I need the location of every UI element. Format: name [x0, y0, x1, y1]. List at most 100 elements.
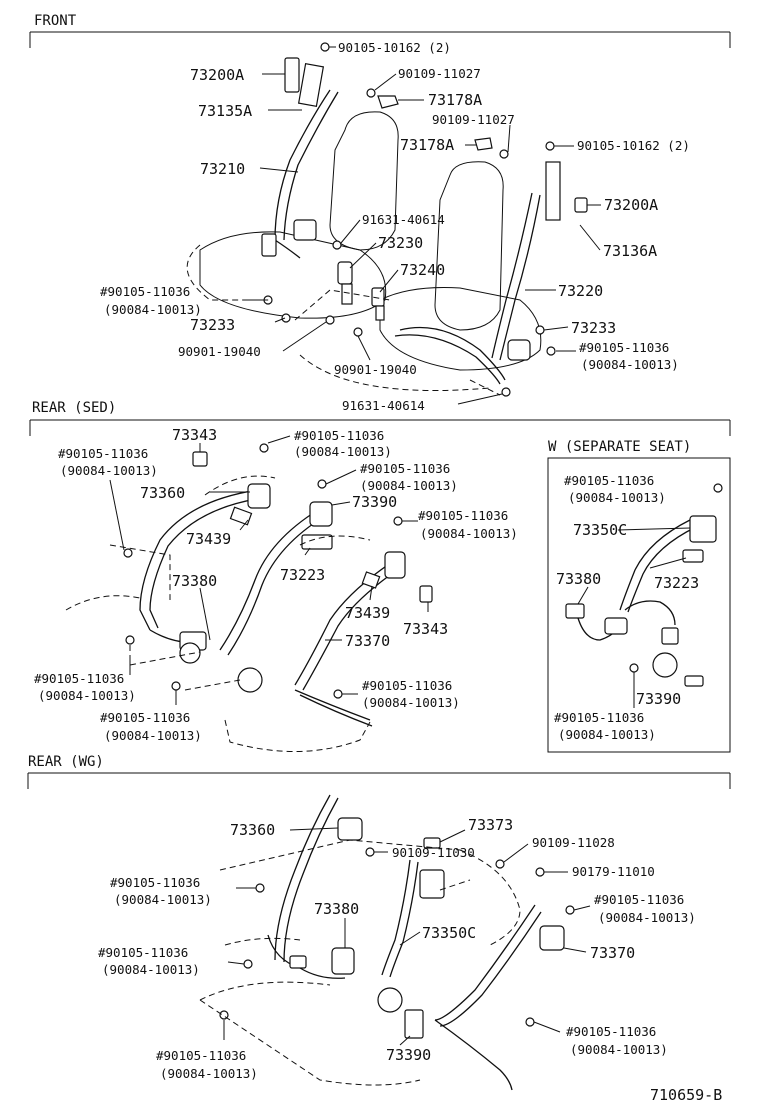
- front-buckles: [337, 261, 385, 321]
- rear-sed-frame: [29, 419, 731, 436]
- front-frame: [29, 31, 731, 48]
- rear-sed-label-p1: 73343: [172, 426, 217, 444]
- rear-sed-label-p5: 73223: [280, 566, 325, 584]
- front-label-b2: 90109-11027: [398, 66, 481, 81]
- front-label-p11: 73233: [190, 316, 235, 334]
- front-label-p6: 73200A: [604, 196, 658, 214]
- front-label-b9: 90901-19040: [334, 362, 417, 377]
- rear-wg-label-b5s: (90084-10013): [598, 910, 696, 925]
- rear-wg-label-b8s: (90084-10013): [160, 1066, 258, 1081]
- front-label-b1: 90105-10162 (2): [338, 40, 451, 55]
- rear-sed-label-b1: #90105-11036: [294, 428, 384, 443]
- rear-sed-label-b1s: (90084-10013): [294, 444, 392, 459]
- rear-sed-label-p7: 73439: [345, 604, 390, 622]
- front-label-b7s: (90084-10013): [581, 357, 679, 372]
- rear-sed-label-p3: 73390: [352, 493, 397, 511]
- rear-sed-label-p4: 73439: [186, 530, 231, 548]
- front-label-p10: 73220: [558, 282, 603, 300]
- rear-wg-label-b7: #90105-11036: [566, 1024, 656, 1039]
- front-label-b3: 90109-11027: [432, 112, 515, 127]
- front-label-b5: 91631-40614: [362, 212, 445, 227]
- rear-wg-label-b2: 90109-11028: [532, 835, 615, 850]
- separate-seat-belts: [565, 483, 723, 687]
- rear-wg-label-b3: 90179-11010: [572, 864, 655, 879]
- rear-wg-label-b6: #90105-11036: [98, 945, 188, 960]
- rear-sed-label-b5s: (90084-10013): [38, 688, 136, 703]
- rear-wg-label-b6s: (90084-10013): [102, 962, 200, 977]
- rear-wg-label-p4: 73350C: [422, 924, 476, 942]
- rear-sed-label-p9: 73370: [345, 632, 390, 650]
- rear-wg-label-b1: 90109-11030: [392, 845, 475, 860]
- front-label-p2: 73178A: [428, 91, 482, 109]
- rear-wg-label-b5: #90105-11036: [594, 892, 684, 907]
- rear-wg-frame: [27, 772, 731, 789]
- front-leaders: [248, 46, 601, 405]
- rear-wg-label-p1: 73360: [230, 821, 275, 839]
- rear-wg-leaders: [223, 827, 591, 1046]
- figure-code: 710659-B: [650, 1086, 722, 1104]
- front-label-p8: 73136A: [603, 242, 657, 260]
- front-mount-plates: [284, 57, 588, 221]
- rear-sed-label-b7: #90105-11036: [100, 710, 190, 725]
- front-label-p9: 73240: [400, 261, 445, 279]
- rear-sed-belts: [139, 451, 433, 727]
- rear-sed-label-b2s: (90084-10013): [60, 463, 158, 478]
- rear-sed-label-b4: #90105-11036: [418, 508, 508, 523]
- front-dashed-guides: [186, 244, 501, 396]
- separate-seat-title: W (SEPARATE SEAT): [548, 439, 691, 455]
- front-label-b6: #90105-11036: [100, 284, 190, 299]
- separate-label-b1s: (90084-10013): [568, 490, 666, 505]
- rear-sed-leaders: [109, 435, 429, 705]
- front-belt-73220: [394, 192, 541, 385]
- rear-sed-label-b3s: (90084-10013): [360, 478, 458, 493]
- separate-seat-leaders: [577, 527, 691, 708]
- rear-wg-label-p2: 73373: [468, 816, 513, 834]
- rear-wg-dashed-guides: [199, 839, 521, 1086]
- rear-sed-bolts: [123, 443, 403, 699]
- front-label-p1: 73200A: [190, 66, 244, 84]
- separate-label-b2: #90105-11036: [554, 710, 644, 725]
- front-label-p4: 73178A: [400, 136, 454, 154]
- front-seat-right: [379, 161, 542, 371]
- rear-sed-label-b3: #90105-11036: [360, 461, 450, 476]
- rear-sed-label-b4s: (90084-10013): [420, 526, 518, 541]
- section-rear-wg-title: REAR (WG): [28, 754, 104, 770]
- separate-label-p1: 73350C: [573, 521, 627, 539]
- rear-sed-label-p2: 73360: [140, 484, 185, 502]
- front-bolts: [263, 42, 556, 397]
- front-label-b8: 90901-19040: [178, 344, 261, 359]
- rear-sed-label-b7s: (90084-10013): [104, 728, 202, 743]
- separate-label-p2: 73380: [556, 570, 601, 588]
- rear-sed-label-b6s: (90084-10013): [362, 695, 460, 710]
- rear-sed-label-b5: #90105-11036: [34, 671, 124, 686]
- separate-seat-box: [547, 457, 731, 753]
- rear-sed-label-b2: #90105-11036: [58, 446, 148, 461]
- front-label-b7: #90105-11036: [579, 340, 669, 355]
- front-label-p7: 73230: [378, 234, 423, 252]
- rear-wg-label-p6: 73390: [386, 1046, 431, 1064]
- separate-label-p4: 73390: [636, 690, 681, 708]
- rear-sed-label-p8: 73343: [403, 620, 448, 638]
- front-label-p3: 73135A: [198, 102, 252, 120]
- rear-wg-label-b4s: (90084-10013): [114, 892, 212, 907]
- front-label-p12: 73233: [571, 319, 616, 337]
- rear-sed-label-b6: #90105-11036: [362, 678, 452, 693]
- front-label-b4: 90105-10162 (2): [577, 138, 690, 153]
- rear-wg-belts: [267, 794, 565, 1091]
- section-rear-sed-title: REAR (SED): [32, 400, 116, 416]
- front-label-b6s: (90084-10013): [104, 302, 202, 317]
- separate-label-b1: #90105-11036: [564, 473, 654, 488]
- front-label-b10: 91631-40614: [342, 398, 425, 413]
- rear-sed-label-p6: 73380: [172, 572, 217, 590]
- rear-wg-label-b4: #90105-11036: [110, 875, 200, 890]
- rear-wg-label-p3: 73380: [314, 900, 359, 918]
- section-front-title: FRONT: [34, 13, 77, 29]
- front-belt-73210: [261, 89, 339, 259]
- rear-wg-label-b7s: (90084-10013): [570, 1042, 668, 1057]
- rear-wg-label-b8: #90105-11036: [156, 1048, 246, 1063]
- separate-label-p3: 73223: [654, 574, 699, 592]
- rear-wg-label-p5: 73370: [590, 944, 635, 962]
- separate-label-b2s: (90084-10013): [558, 727, 656, 742]
- front-label-p5: 73210: [200, 160, 245, 178]
